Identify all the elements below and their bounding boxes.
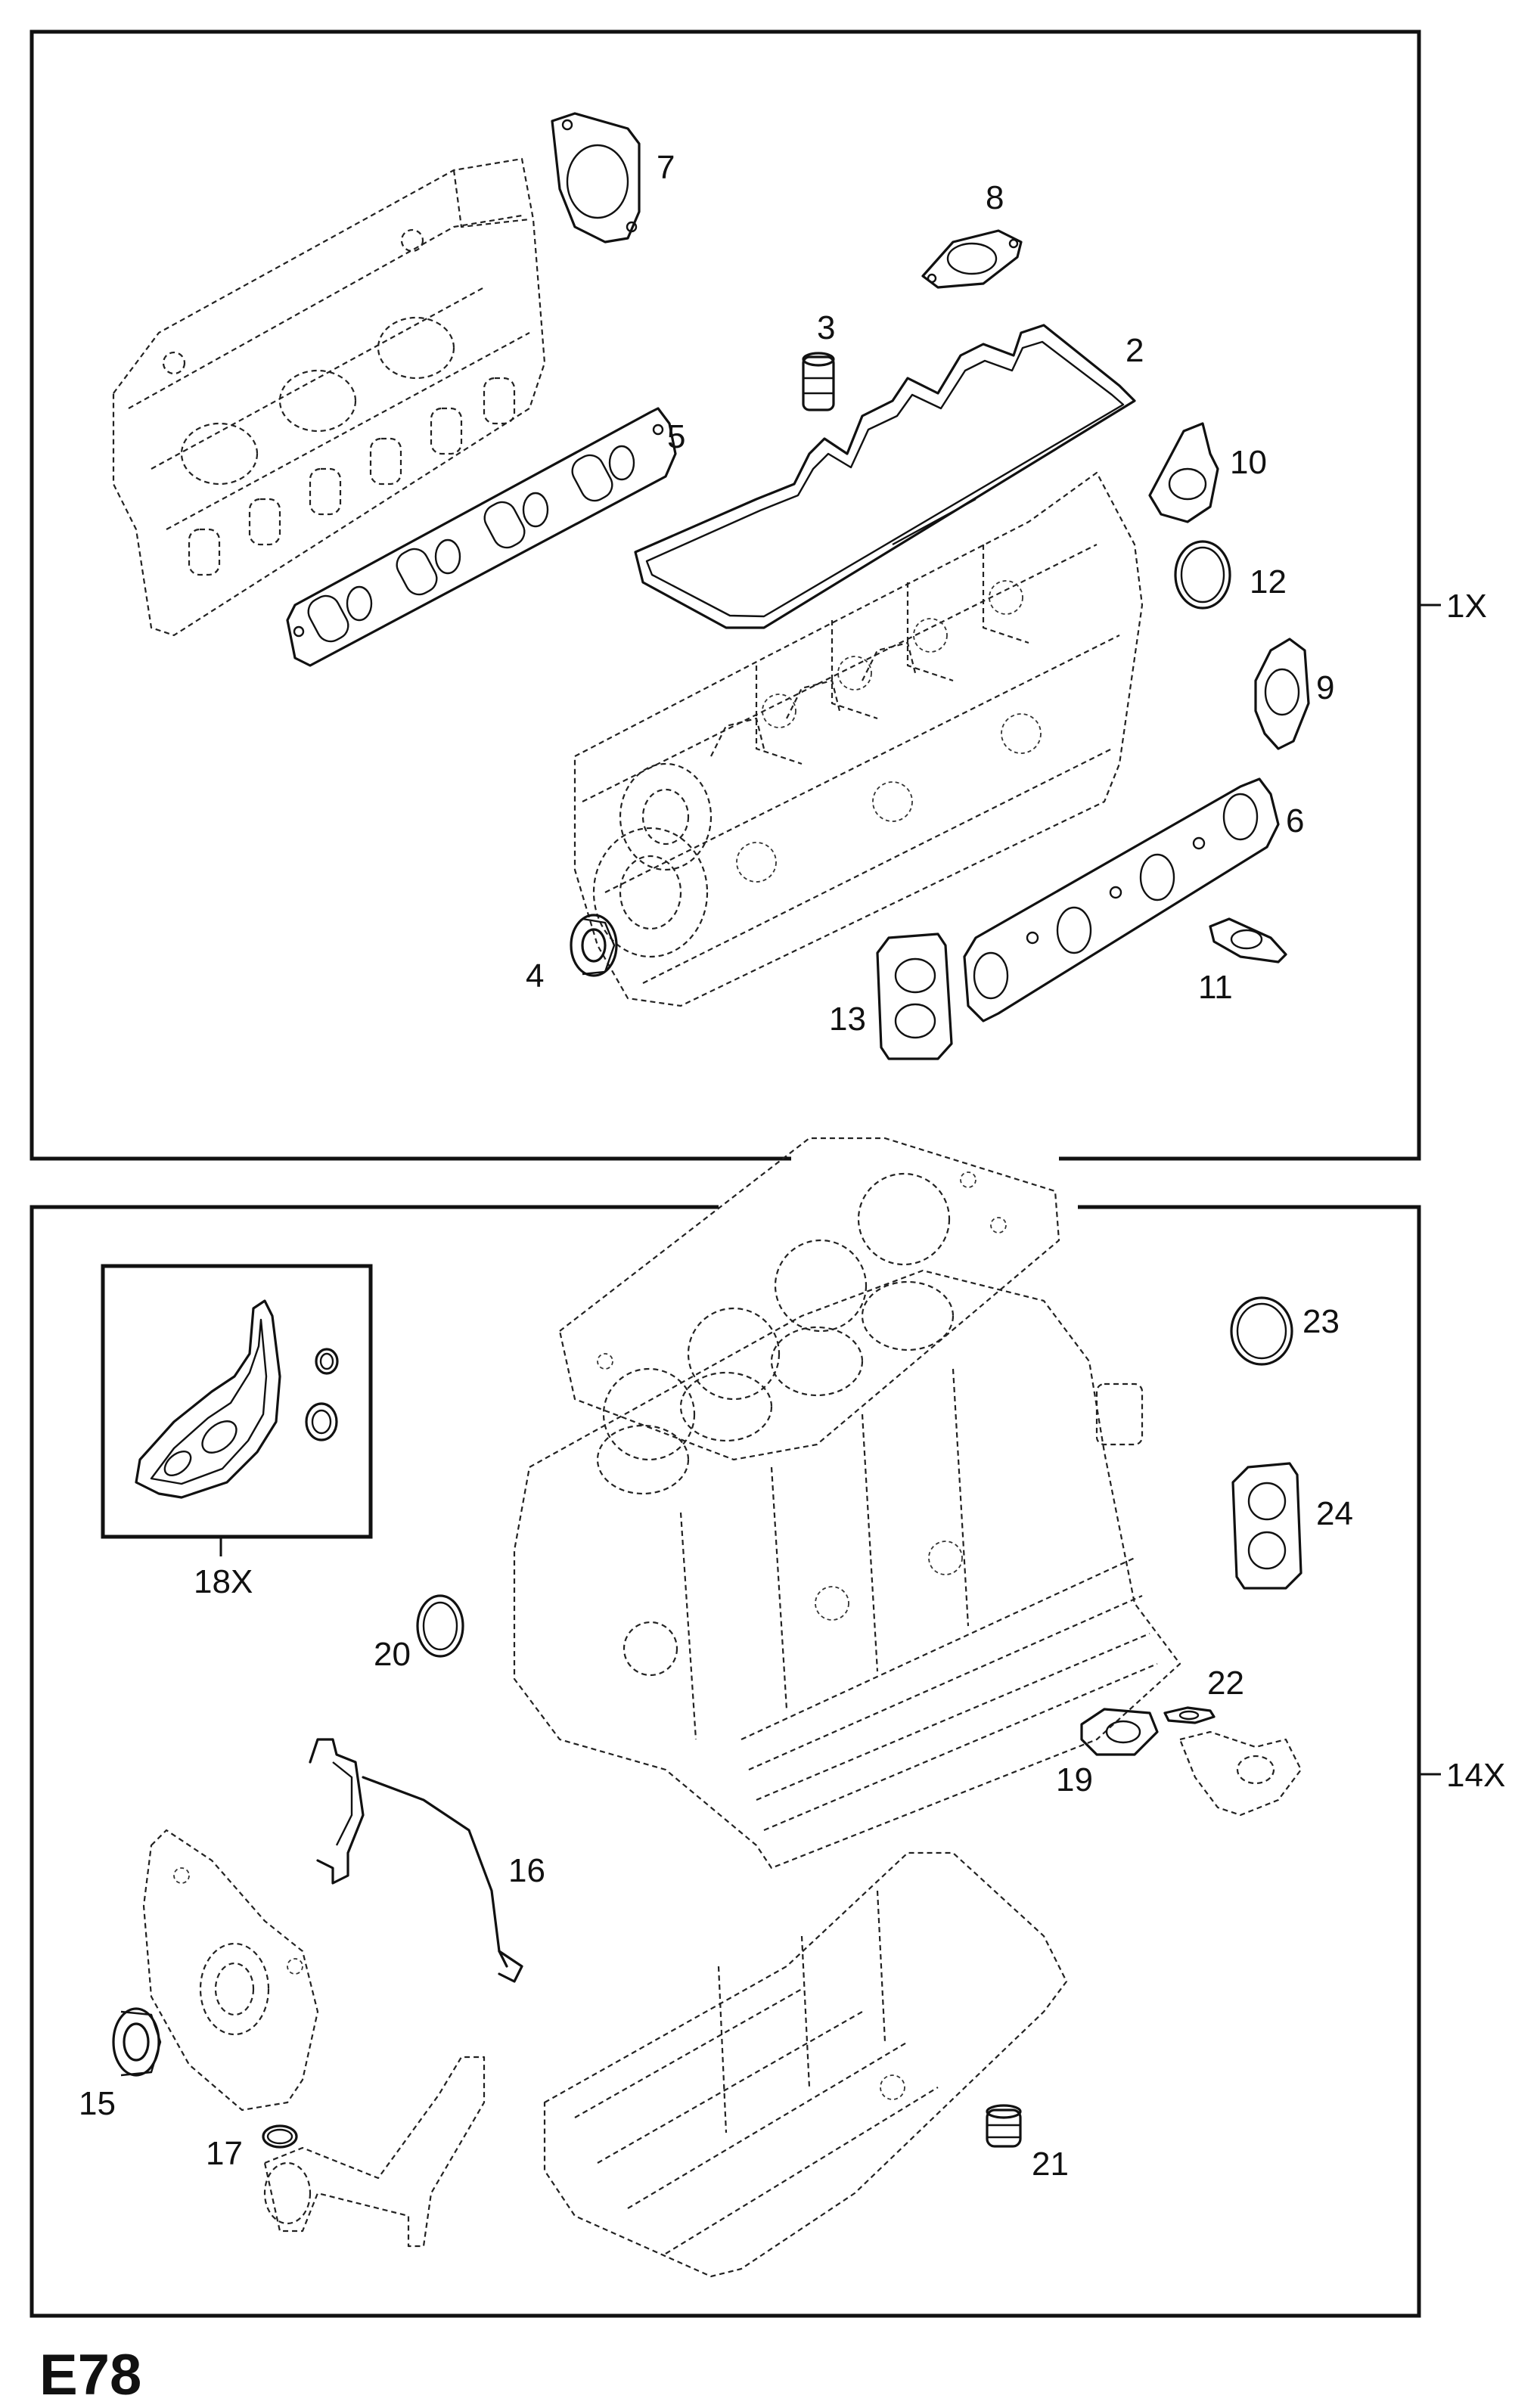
upper-kit-frame — [29, 29, 1441, 1161]
oil-drain-plug — [986, 2104, 1022, 2148]
double-port-gasket-lower — [1231, 1462, 1302, 1590]
callout-13: 13 — [829, 1001, 866, 1038]
callout-22: 22 — [1207, 1665, 1244, 1702]
exhaust-manifold-gasket — [963, 777, 1280, 1022]
valve-stem-seal — [802, 352, 835, 411]
oil-pickup-reference — [263, 2056, 486, 2248]
intake-manifold-reference — [112, 157, 546, 637]
callout-4: 4 — [526, 957, 544, 995]
water-pump-gasket-set — [135, 1299, 339, 1499]
valve-cover-gasket — [634, 324, 1136, 629]
timing-cover-reference — [142, 1829, 319, 2112]
callout-19: 19 — [1056, 1761, 1093, 1798]
timing-cover-gasket — [309, 1738, 523, 1983]
lower-kit-quantity: 14X — [1446, 1757, 1505, 1794]
callout-17: 17 — [206, 2135, 243, 2172]
inset-kit-frame — [101, 1264, 373, 1556]
callout-15: 15 — [79, 2085, 116, 2122]
callout-5: 5 — [667, 418, 685, 455]
cylinder-head-gasket-reference — [558, 1137, 1060, 1461]
o-ring-large — [1230, 1296, 1293, 1366]
coolant-pipe-reference — [1178, 1730, 1302, 1817]
front-crankshaft-seal — [570, 914, 618, 977]
callout-7: 7 — [657, 149, 675, 186]
lower-kit-frame — [29, 1205, 1441, 2318]
callout-3: 3 — [817, 309, 835, 346]
o-ring-upper — [1174, 540, 1231, 610]
double-port-gasket — [876, 932, 953, 1060]
callout-16: 16 — [508, 1852, 545, 1889]
callout-8: 8 — [986, 179, 1004, 216]
rear-crankshaft-seal — [112, 2007, 162, 2077]
cylinder-head-reference — [573, 471, 1144, 1007]
oil-return-gasket — [1209, 917, 1287, 964]
callout-20: 20 — [374, 1636, 411, 1673]
egr-flange-gasket — [551, 112, 641, 244]
upper-kit-quantity: 1X — [1446, 588, 1487, 625]
callout-6: 6 — [1286, 802, 1304, 839]
callout-23: 23 — [1302, 1303, 1340, 1340]
oil-pan-reference — [543, 1851, 1068, 2278]
callout-11: 11 — [1198, 969, 1233, 1006]
oil-pickup-o-ring — [262, 2124, 298, 2149]
page-code: E78 — [39, 2343, 141, 2407]
callout-12: 12 — [1250, 563, 1287, 600]
egr-valve-gasket — [921, 229, 1023, 289]
callout-21: 21 — [1032, 2146, 1069, 2183]
callout-24: 24 — [1316, 1495, 1353, 1532]
engine-block-reference — [513, 1269, 1181, 1870]
callout-10: 10 — [1230, 444, 1267, 481]
coolant-pipe-gasket — [1163, 1706, 1216, 1724]
callout-9: 9 — [1316, 669, 1334, 706]
o-ring-block — [416, 1594, 464, 1658]
water-outlet-gasket — [1148, 422, 1219, 523]
coolant-flange-gasket — [1080, 1708, 1159, 1756]
callout-2: 2 — [1126, 332, 1144, 369]
inset-kit-quantity: 18X — [194, 1563, 253, 1600]
intake-manifold-gasket — [286, 407, 677, 667]
turbo-outlet-gasket — [1254, 638, 1310, 750]
callout-labels: 2 3 4 5 6 7 8 9 10 11 12 13 15 16 17 19 … — [39, 149, 1505, 2407]
